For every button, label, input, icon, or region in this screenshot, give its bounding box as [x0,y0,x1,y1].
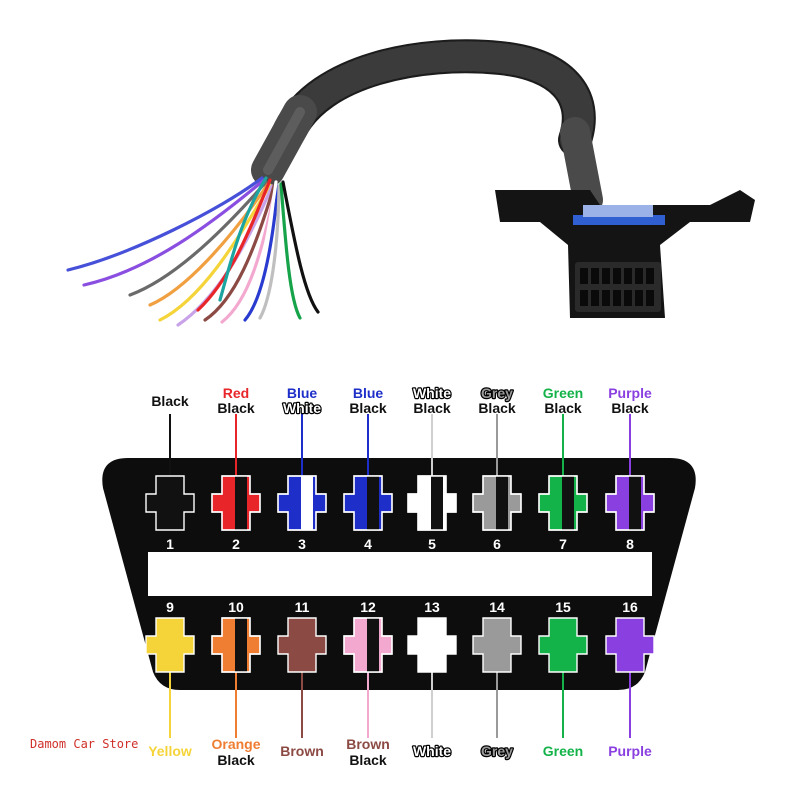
label-pin-15-primary: Green [543,743,583,759]
pin-8-stripe [629,476,641,530]
pin-14 [472,617,522,673]
pin-number-3: 3 [298,536,306,552]
label-pin-14-primary: Grey [481,743,513,759]
pin-13 [407,617,457,673]
label-pin-12-secondary: Black [349,752,387,768]
pin-6 [472,475,522,531]
label-pin-16-primary: Purple [608,743,652,759]
label-pin-8-primary: Purple [608,385,652,401]
pin-number-13: 13 [424,599,440,615]
wire-color-labels: Black1RedBlack2BlueWhite3BlueBlack4White… [148,384,652,768]
label-pin-10-secondary: Black [217,752,255,768]
label-pin-9-primary: Yellow [148,743,192,759]
pin-3 [277,475,327,531]
pin-5-stripe [431,476,443,530]
pin-12 [343,617,393,673]
pin-number-14: 14 [489,599,505,615]
pin-7-stripe [562,476,574,530]
pin-16 [605,617,655,673]
pin-16-shape [605,617,655,673]
pin-number-7: 7 [559,536,567,552]
pin-number-4: 4 [364,536,372,552]
pin-number-12: 12 [360,599,376,615]
loose-wires [66,176,320,327]
pin-2 [211,475,261,531]
label-pin-4-secondary: Black [349,400,387,416]
label-pin-12-primary: Brown [346,736,390,752]
pin-9-shape [145,617,195,673]
store-watermark: Damom Car Store [30,737,139,751]
label-pin-6-secondary: Black [478,400,516,416]
pin-number-2: 2 [232,536,240,552]
label-pin-11-primary: Brown [280,743,324,759]
pin-1-shape [145,475,195,531]
pin-12-stripe [367,618,379,672]
label-pin-3-primary: Blue [287,385,318,401]
heat-shrink-right [560,117,603,215]
label-pin-7-primary: Green [543,385,583,401]
label-pin-7-secondary: Black [544,400,582,416]
pin-15 [538,617,588,673]
pin-1 [145,475,195,531]
obd-plug [495,190,755,318]
pin-number-10: 10 [228,599,244,615]
pin-7 [538,475,588,531]
pin-number-6: 6 [493,536,501,552]
center-key-slot [148,552,652,596]
pin-9 [145,617,195,673]
pin-11 [277,617,327,673]
label-pin-2-secondary: Black [217,400,255,416]
label-pin-6-primary: Grey [481,385,513,401]
pin-8 [605,475,655,531]
label-pin-5-primary: White [413,385,451,401]
pin-2-stripe [235,476,247,530]
pin-sockets [145,475,655,673]
pin-number-15: 15 [555,599,571,615]
pin-number-9: 9 [166,599,174,615]
label-pin-13-primary: White [413,743,451,759]
label-pin-3-secondary: White [283,400,321,416]
pin-6-stripe [496,476,508,530]
label-pin-5-secondary: Black [413,400,451,416]
label-pin-8-secondary: Black [611,400,649,416]
pin-10-stripe [235,618,247,672]
pin-4 [343,475,393,531]
pin-number-5: 5 [428,536,436,552]
pin-number-8: 8 [626,536,634,552]
connector-face [102,458,696,690]
label-pin-2-primary: Red [223,385,249,401]
pin-number-1: 1 [166,536,174,552]
pin-number-16: 16 [622,599,638,615]
pin-4-stripe [367,476,379,530]
pin-11-shape [277,617,327,673]
pin-number-11: 11 [295,599,310,615]
pin-15-shape [538,617,588,673]
label-pin-10-primary: Orange [211,736,260,752]
pin-5 [407,475,457,531]
pin-13-shape [407,617,457,673]
cable-illustration [66,39,755,327]
pin-10 [211,617,261,673]
pin-14-shape [472,617,522,673]
label-pin-4-primary: Blue [353,385,384,401]
pin-3-stripe [301,476,313,530]
label-pin-1-primary: Black [151,393,189,409]
